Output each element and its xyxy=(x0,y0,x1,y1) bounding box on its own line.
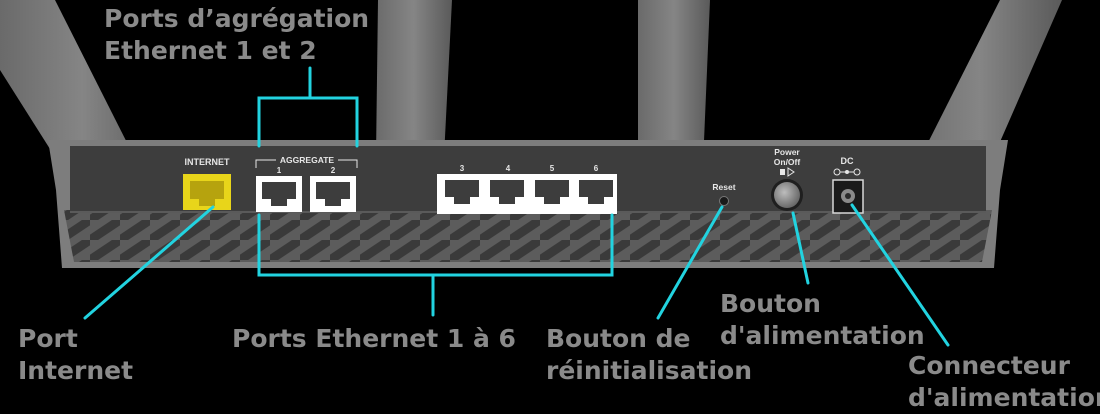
dc-callout-line2: d'alimentation xyxy=(908,383,1100,412)
aggregate-panel-label: AGGREGATE xyxy=(280,155,334,165)
internet-port[interactable] xyxy=(183,174,231,210)
internet-callout-line1: Port xyxy=(18,324,78,353)
lan-port-5[interactable] xyxy=(535,180,569,204)
aggregation-callout-line2: Ethernet 1 et 2 xyxy=(104,36,317,65)
internet-panel-label: INTERNET xyxy=(185,157,231,167)
dc-panel-label: DC xyxy=(841,156,854,166)
agg-port-2-label: 2 xyxy=(331,166,336,175)
power-panel-label-line2: On/Off xyxy=(774,157,801,167)
callout-lines xyxy=(83,66,950,347)
lan-port-6[interactable] xyxy=(579,180,613,204)
reset-callout-line1: Bouton de xyxy=(546,324,691,353)
lan-port-1[interactable] xyxy=(256,176,302,212)
aggregation-ports-callout: Ports d’agrégation Ethernet 1 et 2 xyxy=(104,3,369,67)
lan-port-3[interactable] xyxy=(445,180,479,204)
lan-port-4[interactable] xyxy=(490,180,524,204)
internet-leader xyxy=(83,205,215,320)
reset-button-callout: Bouton de réinitialisation xyxy=(546,323,752,387)
power-button-callout: Bouton d'alimentation xyxy=(720,288,925,352)
reset-leader xyxy=(656,205,724,320)
dc-callout-line1: Connecteur xyxy=(908,351,1070,380)
internet-callout-line2: Internet xyxy=(18,356,134,385)
reset-callout-line2: réinitialisation xyxy=(546,356,752,385)
power-connector-callout: Connecteur d'alimentation xyxy=(908,350,1100,414)
ethernet-ports-callout: Ports Ethernet 1 à 6 xyxy=(232,323,516,355)
power-callout-line2: d'alimentation xyxy=(720,321,925,350)
dc-polarity-icon xyxy=(833,168,861,176)
power-leader xyxy=(791,211,810,285)
power-symbol-icon xyxy=(780,167,795,177)
port-5-label: 5 xyxy=(550,164,555,173)
port-6-label: 6 xyxy=(594,164,599,173)
port-4-label: 4 xyxy=(506,164,511,173)
reset-panel-label: Reset xyxy=(712,182,735,192)
aggregate-group: AGGREGATE 1 2 xyxy=(255,154,358,175)
power-panel-label-line1: Power xyxy=(774,147,800,157)
lan-port-2[interactable] xyxy=(310,176,356,212)
aggregation-callout-line1: Ports d’agrégation xyxy=(104,4,370,33)
agg-port-1-label: 1 xyxy=(277,166,282,175)
dc-power-jack[interactable] xyxy=(832,179,864,214)
power-button[interactable] xyxy=(771,179,803,211)
internet-port-callout: Port Internet xyxy=(18,323,133,387)
port-3-label: 3 xyxy=(460,164,465,173)
power-callout-line1: Bouton xyxy=(720,289,821,318)
ethernet-bracket xyxy=(257,213,614,317)
grille xyxy=(64,210,992,262)
dc-leader xyxy=(850,203,950,347)
aggregation-bracket xyxy=(257,66,359,148)
reset-button[interactable] xyxy=(719,196,729,206)
ethernet-callout-text: Ports Ethernet 1 à 6 xyxy=(232,324,516,353)
